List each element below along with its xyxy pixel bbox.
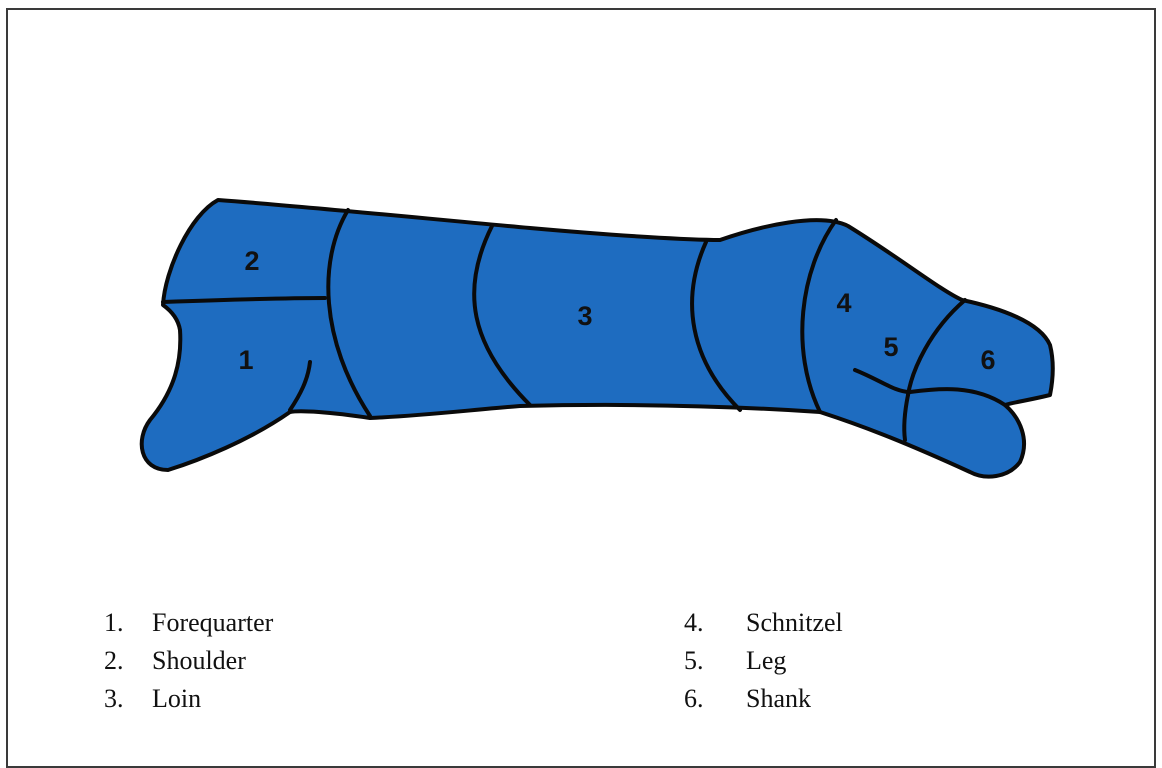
legend-number: 4.	[684, 604, 746, 642]
legend-item: 1. Forequarter	[104, 604, 273, 642]
region-label-3: 3	[577, 301, 592, 331]
legend-name: Shank	[746, 680, 811, 718]
legend-name: Forequarter	[152, 604, 273, 642]
legend-item: 2. Shoulder	[104, 642, 273, 680]
legend-item: 3. Loin	[104, 680, 273, 718]
legend-number: 5.	[684, 642, 746, 680]
legend-number: 6.	[684, 680, 746, 718]
legend-name: Loin	[152, 680, 201, 718]
legend-name: Leg	[746, 642, 786, 680]
legend-item: 4. Schnitzel	[684, 604, 843, 642]
legend-name: Schnitzel	[746, 604, 843, 642]
legend-number: 2.	[104, 642, 152, 680]
legend-number: 1.	[104, 604, 152, 642]
region-label-1: 1	[238, 345, 253, 375]
legend-item: 5. Leg	[684, 642, 843, 680]
carcass-silhouette	[142, 200, 1053, 477]
region-label-6: 6	[980, 345, 995, 375]
legend-number: 3.	[104, 680, 152, 718]
legend-left-column: 1. Forequarter 2. Shoulder 3. Loin	[104, 604, 273, 718]
legend-right-column: 4. Schnitzel 5. Leg 6. Shank	[684, 604, 843, 718]
region-label-5: 5	[883, 332, 898, 362]
legend-item: 6. Shank	[684, 680, 843, 718]
legend-name: Shoulder	[152, 642, 246, 680]
region-label-4: 4	[836, 288, 851, 318]
region-label-2: 2	[244, 246, 259, 276]
